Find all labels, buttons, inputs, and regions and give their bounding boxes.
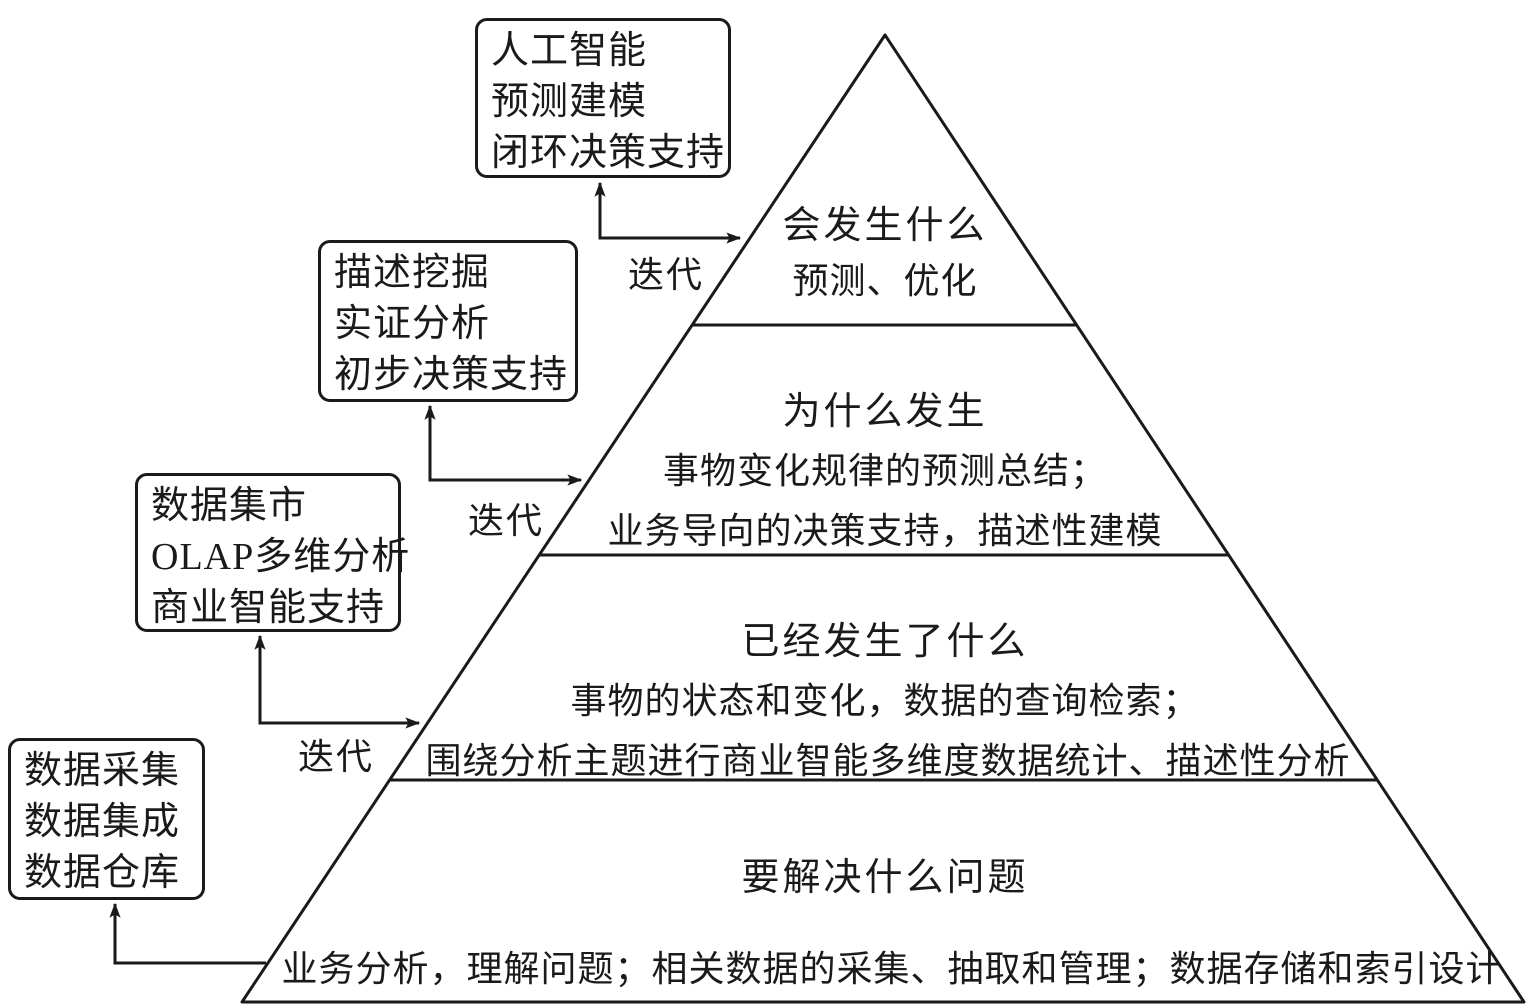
tech-box-line: 数据集市 bbox=[151, 485, 308, 527]
pyramid-level-1-line: 预测、优化 bbox=[792, 261, 978, 301]
pyramid-level-4-title: 要解决什么问题 bbox=[741, 857, 1029, 899]
tech-box-line: 闭环决策支持 bbox=[491, 132, 726, 174]
pyramid-level-2-title: 为什么发生 bbox=[782, 391, 988, 433]
iteration-label-2: 迭代 bbox=[468, 501, 545, 541]
tech-box-ai: 人工智能 预测建模 闭环决策支持 bbox=[475, 18, 731, 178]
pyramid-level-4-line: 业务分析，理解问题；相关数据的采集、抽取和管理；数据存储和索引设计 bbox=[281, 949, 1503, 989]
pyramid-level-3-line: 事物的状态和变化，数据的查询检索； bbox=[570, 681, 1200, 721]
tech-box-line: 实证分析 bbox=[334, 303, 491, 345]
tech-box-line: 数据仓库 bbox=[24, 852, 181, 894]
tech-box-mining: 描述挖掘 实证分析 初步决策支持 bbox=[318, 240, 578, 402]
tech-box-line: 商业智能支持 bbox=[151, 587, 386, 629]
pyramid-level-2-line: 业务导向的决策支持，描述性建模 bbox=[607, 511, 1163, 551]
iteration-label-3: 迭代 bbox=[298, 737, 375, 777]
tech-box-line: 数据采集 bbox=[24, 750, 181, 792]
tech-box-datamart: 数据集市 OLAP多维分析 商业智能支持 bbox=[135, 473, 411, 632]
pyramid-level-3-line: 围绕分析主题进行商业智能多维度数据统计、描述性分析 bbox=[425, 741, 1351, 781]
pyramid-level-3-title: 已经发生了什么 bbox=[741, 621, 1029, 663]
pyramid-level-2-line: 事物变化规律的预测总结； bbox=[662, 451, 1108, 491]
connector-datamart-box bbox=[254, 634, 421, 729]
pyramid-outline bbox=[240, 33, 1526, 1004]
tech-box-line: 描述挖掘 bbox=[334, 252, 491, 294]
tech-box-line: 预测建模 bbox=[491, 81, 648, 123]
iteration-label-1: 迭代 bbox=[628, 255, 705, 295]
connector-warehouse-box bbox=[109, 902, 266, 965]
connector-mining-box bbox=[424, 404, 583, 486]
tech-box-line: OLAP多维分析 bbox=[151, 536, 411, 578]
pyramid-level-1-title: 会发生什么 bbox=[782, 205, 988, 247]
tech-box-line: 数据集成 bbox=[24, 801, 181, 843]
connector-ai-box bbox=[594, 181, 742, 244]
tech-box-warehouse: 数据采集 数据集成 数据仓库 bbox=[8, 738, 205, 900]
tech-box-line: 人工智能 bbox=[491, 30, 648, 72]
tech-box-line: 初步决策支持 bbox=[334, 354, 569, 396]
